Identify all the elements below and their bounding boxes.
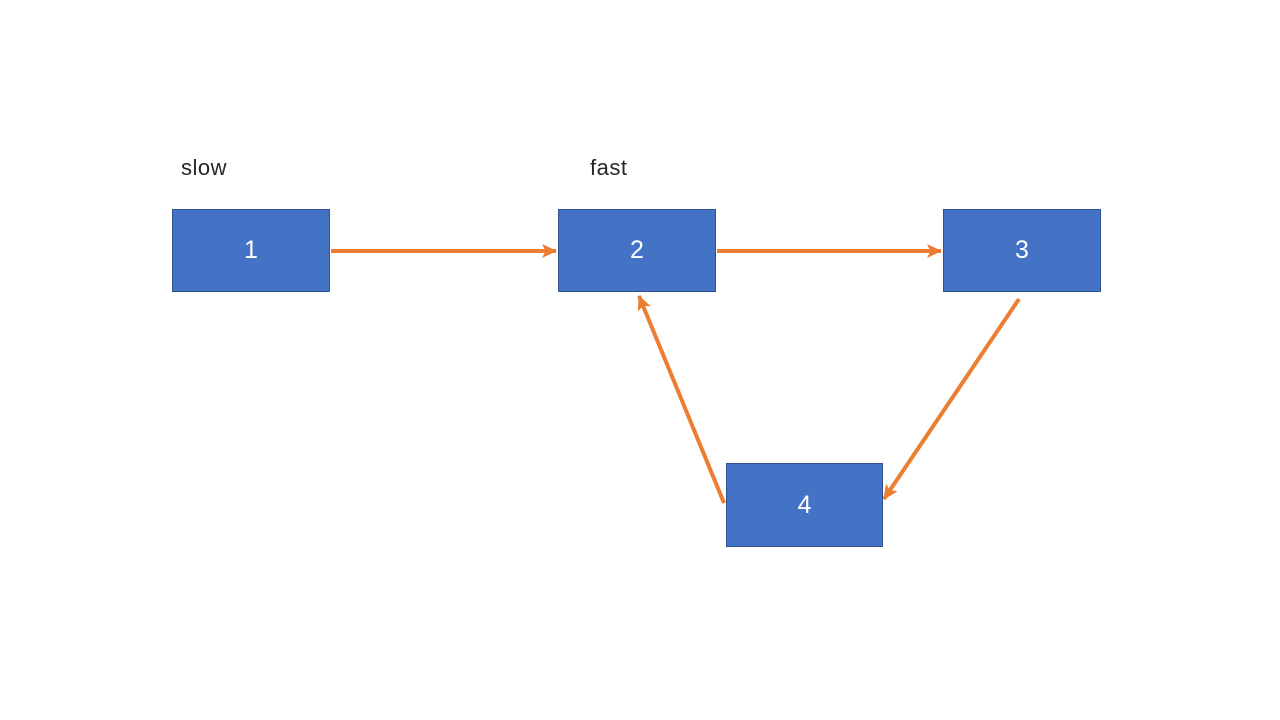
list-node-1: 1 [172,209,330,292]
node-2-label: 2 [630,236,644,264]
list-node-4: 4 [726,463,883,547]
pointer-label-slow: slow [181,155,228,180]
pointer-label-fast: fast [590,155,628,180]
node-1-label: 1 [244,236,258,264]
list-node-2: 2 [558,209,716,292]
edge-4-to-2 [637,295,726,504]
node-4-label: 4 [797,490,812,519]
node-3-label: 3 [1015,236,1029,264]
edge-3-to-4 [882,297,1021,501]
list-node-3: 3 [943,209,1101,292]
